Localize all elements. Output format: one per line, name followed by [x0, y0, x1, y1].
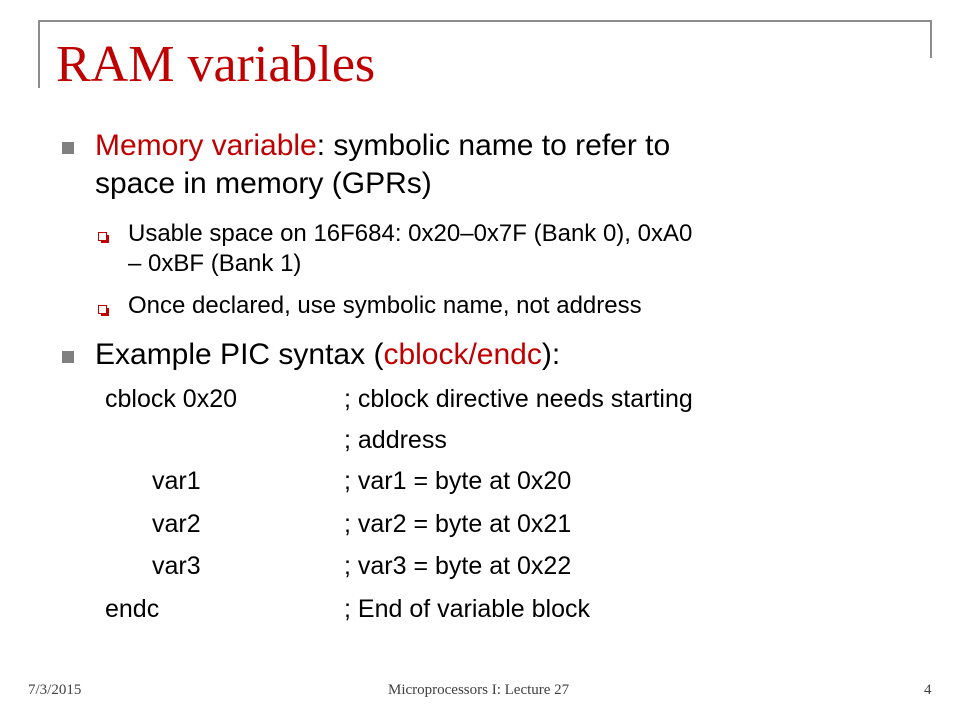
example-syntax-prefix: Example PIC syntax (: [95, 338, 384, 371]
footer-date: 7/3/2015: [28, 682, 82, 698]
bullet-memory-variable-line1: Memory variable: symbolic name to refer …: [95, 128, 670, 164]
code-instr: var1: [152, 467, 201, 495]
sub-bullet-usable-space-line2: – 0xBF (Bank 1): [128, 250, 302, 277]
term-memory-variable: Memory variable: [95, 129, 317, 162]
example-syntax-suffix: ):: [541, 338, 561, 371]
sub-bullet-symbolic-name: Once declared, use symbolic name, not ad…: [128, 292, 642, 319]
sub-bullet-usable-space-line1: Usable space on 16F684: 0x20–0x7F (Bank …: [128, 220, 693, 247]
slide-title: RAM variables: [56, 36, 376, 93]
memory-variable-definition: : symbolic name to refer to: [316, 129, 671, 162]
sub-bullet-icon: [98, 305, 109, 316]
square-bullet-icon: [62, 351, 74, 363]
sub-bullet-icon: [98, 232, 109, 243]
code-comment: ; End of variable block: [344, 595, 590, 623]
frame-right-line: [930, 20, 932, 58]
bullet-example-syntax: Example PIC syntax (cblock/endc):: [95, 337, 560, 373]
footer-page-number: 4: [924, 682, 932, 698]
square-bullet-icon: [62, 142, 74, 154]
code-comment: ; address: [344, 426, 447, 454]
frame-left-line: [38, 20, 40, 88]
frame-top-line: [38, 20, 932, 22]
term-cblock-endc: cblock/endc: [383, 338, 542, 371]
bullet-memory-variable-line2: space in memory (GPRs): [95, 167, 432, 200]
code-comment: ; var2 = byte at 0x21: [344, 510, 572, 538]
code-instr: var2: [152, 510, 201, 538]
code-instr: endc: [105, 595, 160, 623]
code-instr: cblock 0x20: [105, 385, 238, 413]
code-comment: ; var1 = byte at 0x20: [344, 467, 572, 495]
code-comment: ; var3 = byte at 0x22: [344, 552, 572, 580]
code-comment: ; cblock directive needs starting: [344, 385, 693, 413]
footer-course: Microprocessors I: Lecture 27: [388, 682, 570, 698]
code-instr: var3: [152, 552, 201, 580]
